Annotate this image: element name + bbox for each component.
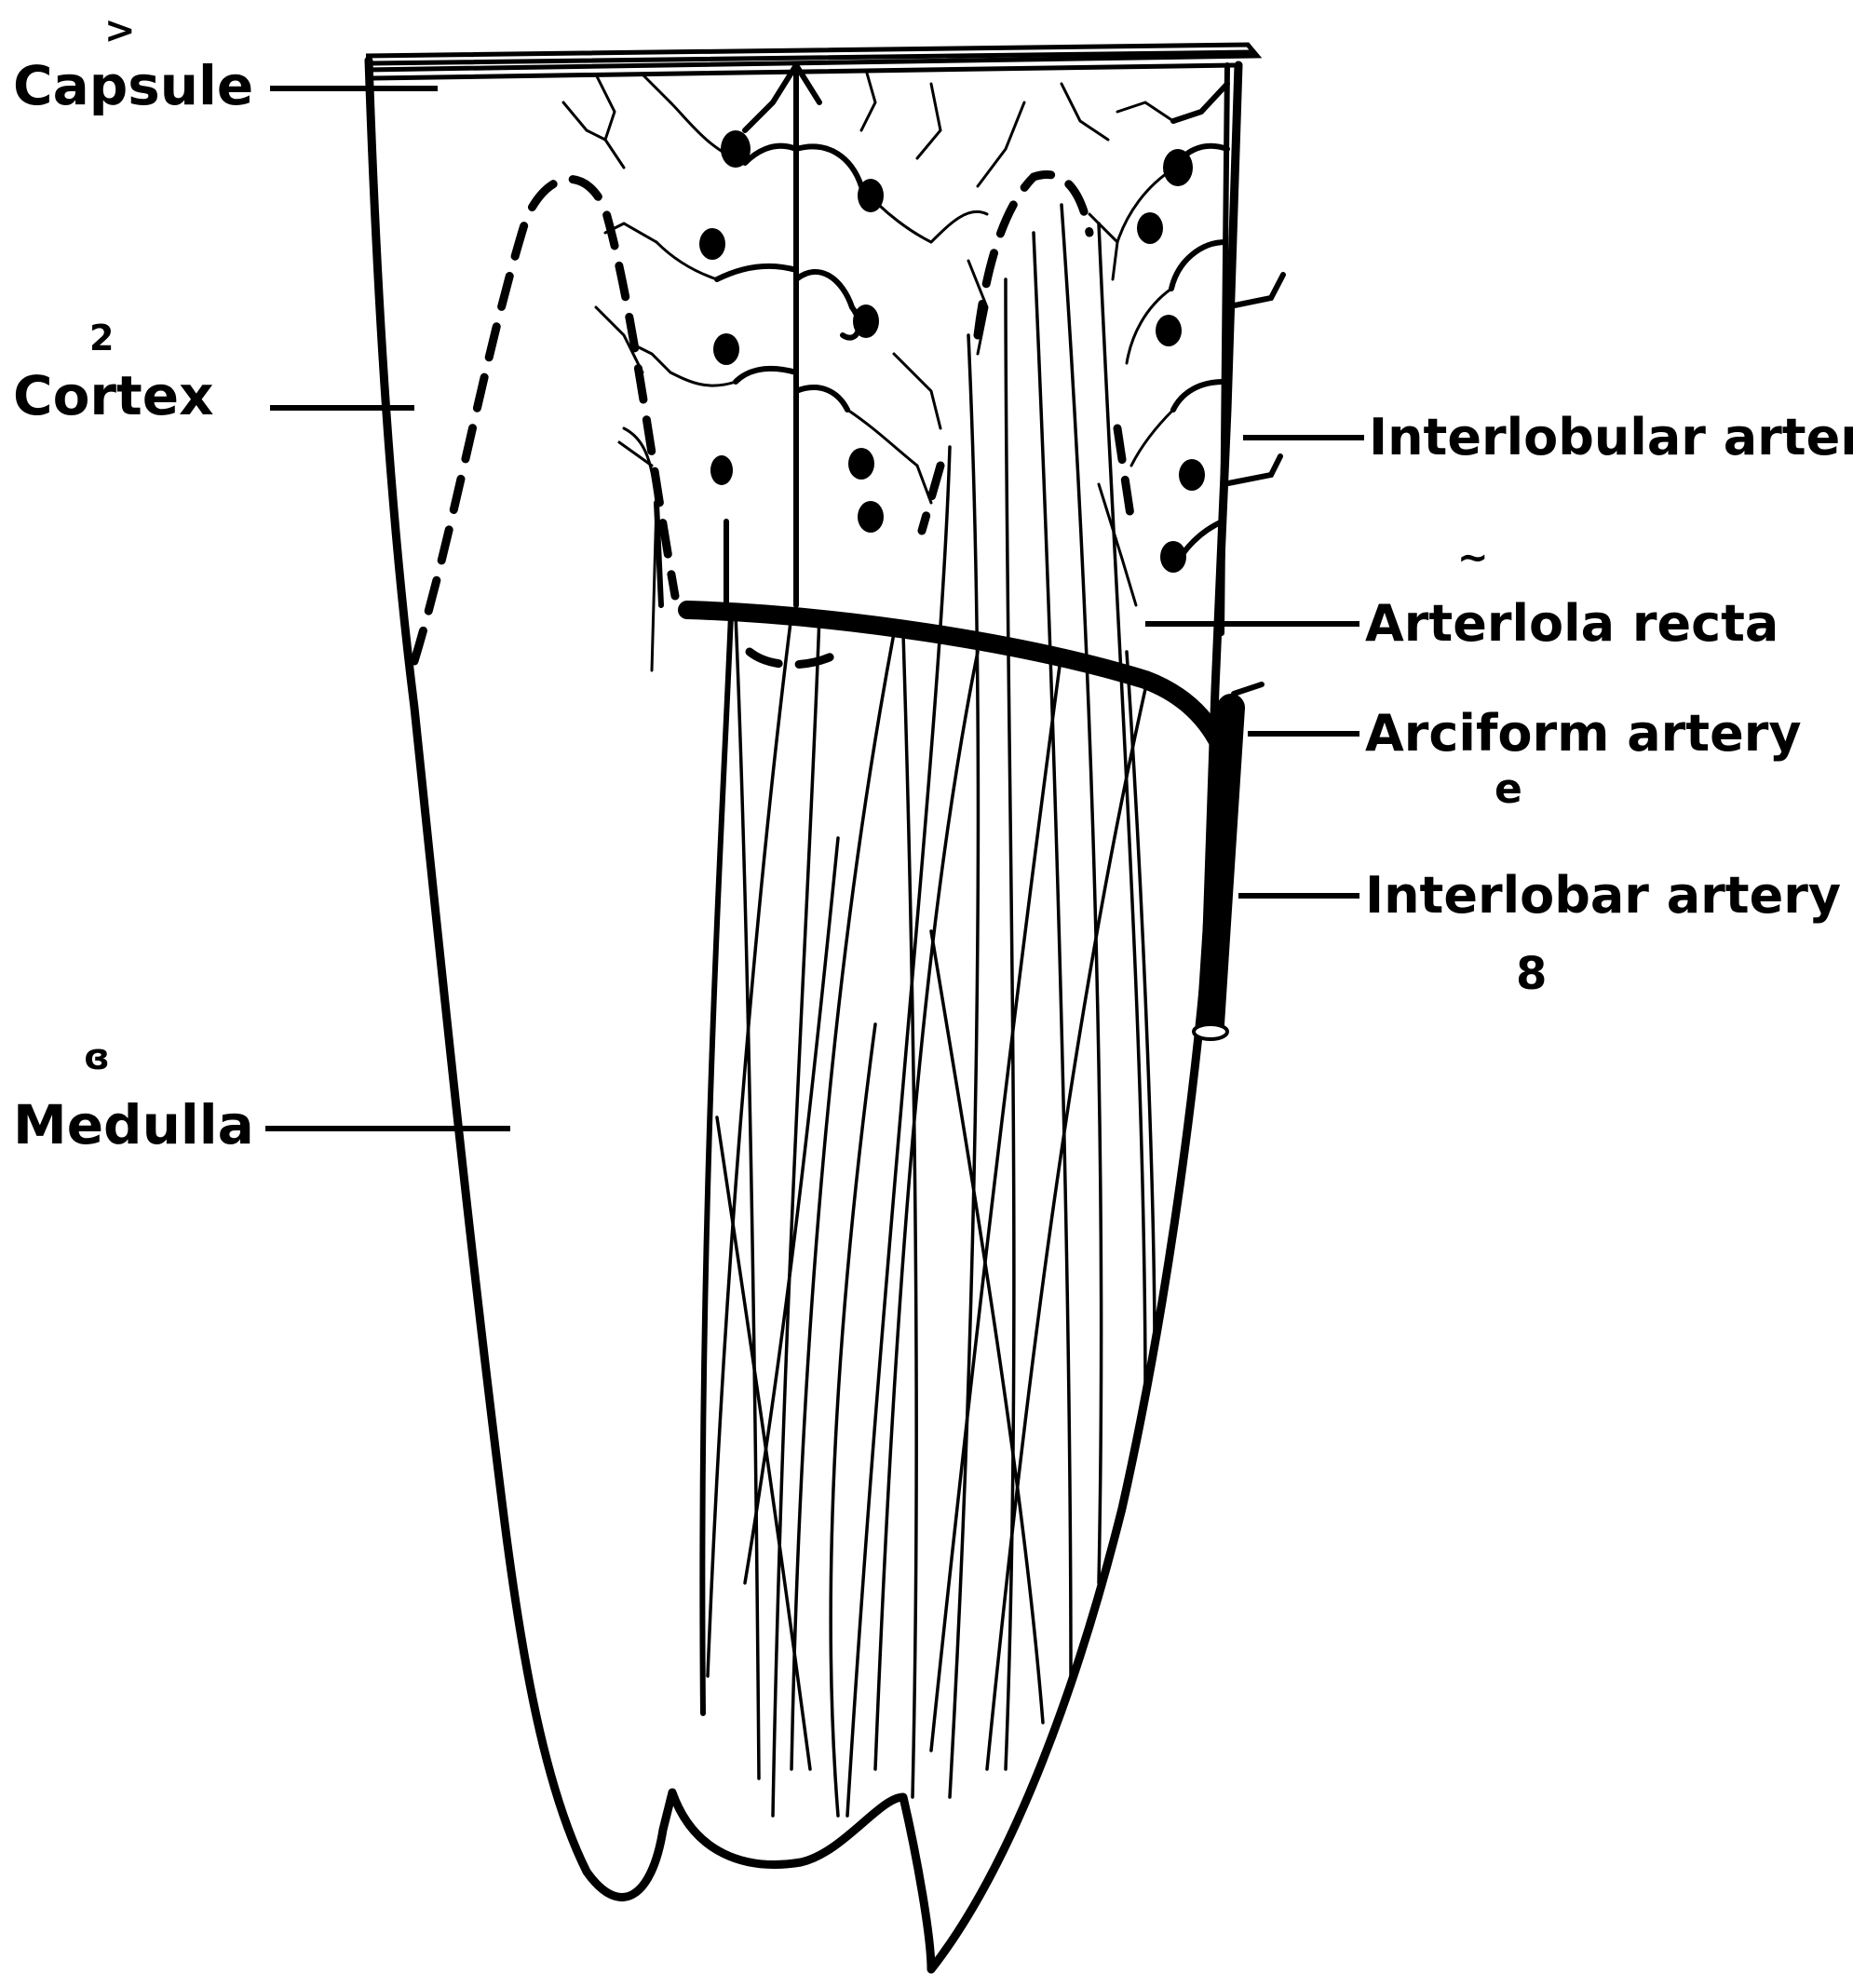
vasa-recta-left-trunk xyxy=(702,615,731,1713)
vasa-recta-1 xyxy=(736,615,759,1778)
branch-1b xyxy=(717,266,796,279)
glomerulus-10 xyxy=(1137,212,1163,244)
interlobar-artery-end xyxy=(1194,1024,1227,1039)
interlobar-mark: 8 xyxy=(1516,948,1547,1000)
arteriola-recta-label: Arterlola recta xyxy=(1365,594,1779,653)
twig-18 xyxy=(917,84,940,158)
cortex-mark: 2 xyxy=(89,318,114,358)
branch-2g xyxy=(1173,84,1227,121)
interlobar-artery-label: Interlobar artery xyxy=(1365,866,1841,925)
capsule-mark: > xyxy=(104,9,136,52)
glomerulus-2 xyxy=(699,228,725,260)
glomerulus-6 xyxy=(853,304,879,338)
medulla-label: Medulla xyxy=(13,1093,254,1156)
glomerulus-7 xyxy=(848,448,874,480)
dashed-bottom-arc xyxy=(750,647,847,665)
twig-20 xyxy=(1062,84,1108,140)
twig-4 xyxy=(605,74,670,242)
branch-1e xyxy=(796,272,859,338)
twig-10 xyxy=(917,466,931,503)
interlobar-artery-stub xyxy=(1234,684,1262,694)
glomerulus-1 xyxy=(721,130,751,168)
branch-2b xyxy=(1171,242,1225,289)
twig-22 xyxy=(563,102,605,140)
branch-2f xyxy=(1224,456,1280,484)
twig-21 xyxy=(596,74,624,168)
glomerulus-8 xyxy=(858,501,884,533)
cortex-label: Cortex xyxy=(13,364,214,427)
vasa-recta-19 xyxy=(831,1024,875,1816)
vasa-recta-11 xyxy=(1099,223,1145,1397)
dashed-right-branch xyxy=(1117,428,1131,521)
branch-1g xyxy=(745,65,796,130)
arciform-artery xyxy=(687,610,1220,745)
glomerulus-3 xyxy=(713,333,739,365)
arteriolae-rectae xyxy=(702,205,1155,1816)
twig-16 xyxy=(1117,102,1173,121)
arteriola-recta-mark: ~ xyxy=(1457,536,1489,579)
twig-11 xyxy=(931,211,987,242)
arciform-mark: e xyxy=(1495,765,1522,813)
dashed-short-mid xyxy=(922,466,940,531)
interlobular-artery-label: Interlobular artery xyxy=(1369,408,1853,467)
glomerulus-13 xyxy=(1160,541,1186,573)
twig-14 xyxy=(1131,410,1173,466)
capsule-band xyxy=(366,45,1257,78)
twig-3 xyxy=(670,372,736,385)
arciform-artery-label: Arciform artery xyxy=(1365,704,1802,763)
glomerulus-4 xyxy=(710,455,733,485)
twig-17 xyxy=(978,102,1024,186)
vasa-recta-4 xyxy=(791,633,894,1769)
vasa-recta-9 xyxy=(1034,233,1071,1676)
branch-1a xyxy=(745,146,796,163)
branch-1f xyxy=(796,387,847,410)
glomerulus-5 xyxy=(858,179,884,212)
twig-7 xyxy=(652,503,656,670)
dashed-loop-left xyxy=(414,179,675,661)
twig-19 xyxy=(861,70,875,130)
twig-25 xyxy=(894,354,940,428)
branch-2c xyxy=(1173,382,1224,410)
glomerulus-12 xyxy=(1179,459,1205,491)
branch-1c xyxy=(736,369,796,382)
glomerulus-11 xyxy=(1156,315,1182,346)
branch-1d xyxy=(796,146,861,186)
right-labels: Interlobular artery ~ Arterlola recta Ar… xyxy=(1145,408,1853,1000)
capsule-label: Capsule xyxy=(13,54,253,117)
medulla-mark: ɞ xyxy=(84,1036,110,1077)
glomerulus-9 xyxy=(1163,149,1193,186)
twig-15 xyxy=(1089,214,1117,279)
lobe-outline xyxy=(369,61,1238,1969)
dashed-boundaries xyxy=(414,175,1131,665)
